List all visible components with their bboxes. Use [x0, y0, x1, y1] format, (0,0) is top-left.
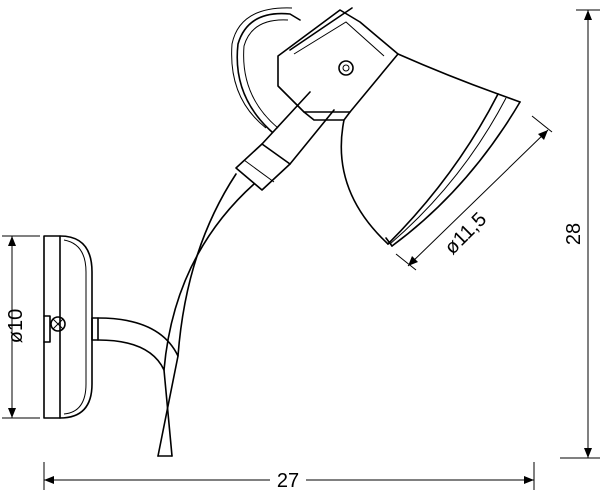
- pivot-knob-icon: [338, 60, 354, 76]
- base-diameter-label: ø10: [5, 309, 27, 343]
- width-label: 27: [277, 470, 299, 492]
- lamp-arm: [91, 91, 335, 457]
- lamp-shade: [340, 53, 521, 247]
- lamp-head: [277, 7, 399, 121]
- screw-icon: [50, 316, 66, 332]
- dimension-width: 27: [43, 462, 535, 492]
- shade-diameter-label: ø11,5: [440, 208, 491, 259]
- height-label: 28: [563, 223, 585, 245]
- power-cable: [231, 7, 301, 133]
- wall-base: [43, 235, 93, 419]
- dimension-base-diameter: ø10: [2, 235, 40, 419]
- dimension-height: 28: [560, 9, 600, 459]
- dimension-shade-diameter: ø11,5: [395, 115, 553, 271]
